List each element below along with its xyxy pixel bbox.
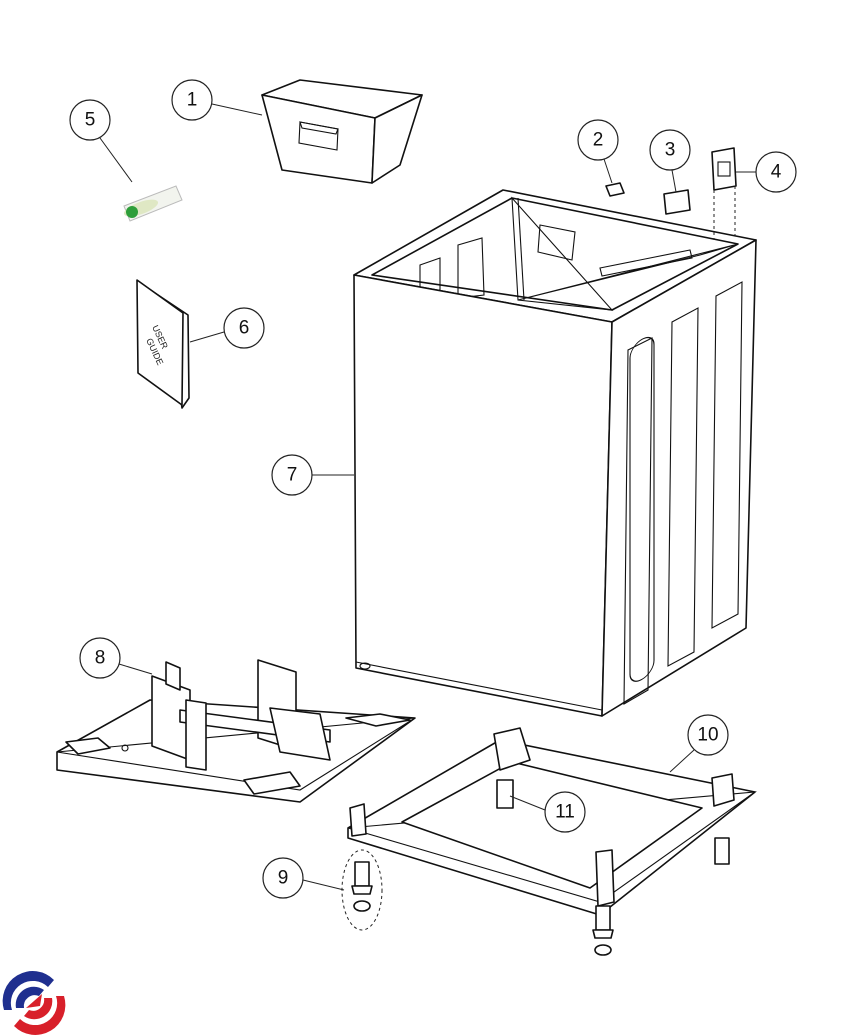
part-8-shipping-base: [56, 659, 416, 803]
svg-text:1: 1: [187, 90, 198, 111]
callout-9: 9: [262, 857, 304, 899]
part-9-leveling-foot: [341, 849, 614, 956]
callout-5: 5: [69, 99, 111, 141]
callout-3: 3: [649, 129, 691, 171]
callout-8: 8: [79, 637, 121, 679]
part-11-leg-cap: [496, 779, 730, 865]
svg-text:8: 8: [95, 648, 106, 669]
leader-lines: [99, 103, 756, 891]
callout-7: 7: [271, 454, 313, 496]
part-5-filter-kit: [123, 185, 183, 222]
callout-6: 6: [223, 307, 265, 349]
part-4-switch: [711, 147, 737, 240]
part-2-clip: [605, 182, 625, 197]
part-1-drawer: [261, 79, 423, 184]
svg-text:9: 9: [278, 868, 289, 889]
svg-text:4: 4: [771, 162, 782, 183]
part-6-user-guide: USER GUIDE: [136, 279, 190, 409]
brand-logo: [2, 971, 66, 1035]
callout-1: 1: [171, 79, 213, 121]
svg-text:10: 10: [697, 725, 718, 746]
svg-text:2: 2: [593, 130, 604, 151]
callout-10: 10: [687, 714, 729, 756]
svg-text:11: 11: [555, 802, 575, 823]
svg-text:3: 3: [665, 140, 676, 161]
svg-text:5: 5: [85, 110, 96, 131]
part-3-pad: [663, 189, 691, 215]
callout-2: 2: [577, 119, 619, 161]
svg-text:7: 7: [287, 465, 298, 486]
svg-text:6: 6: [239, 318, 250, 339]
callout-4: 4: [755, 151, 797, 193]
part-7-cabinet: [353, 189, 757, 717]
callout-11: 11: [544, 791, 586, 833]
